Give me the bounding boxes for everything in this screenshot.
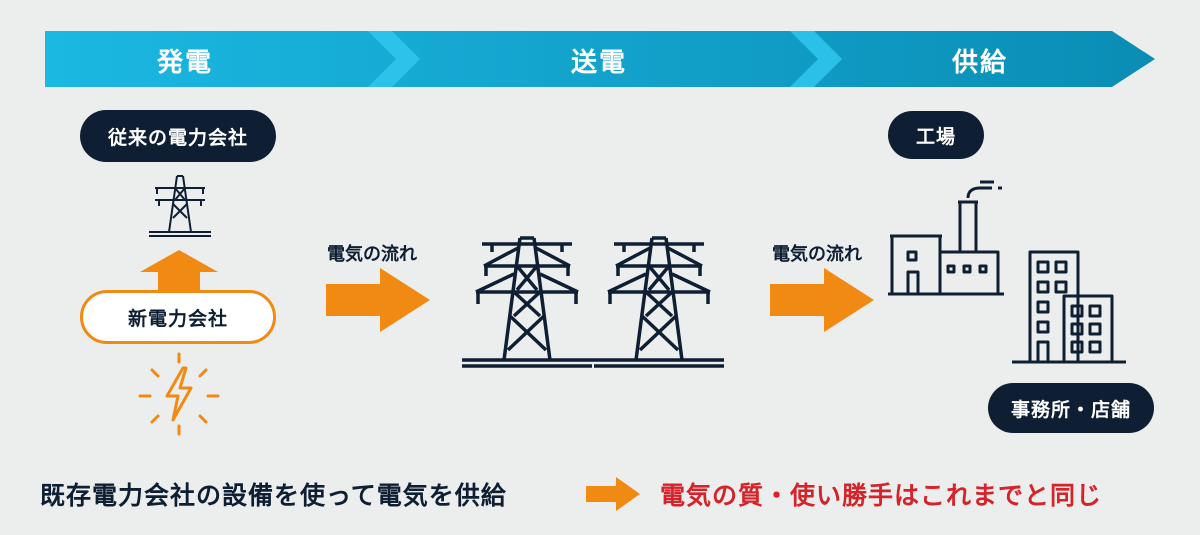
- stage-supply-label: 供給: [951, 48, 1008, 78]
- flow-label-2: 電気の流れ: [772, 244, 862, 265]
- stage-transmission-label: 送電: [570, 48, 627, 78]
- small-pylon-icon: [149, 175, 211, 237]
- up-arrow-icon: [140, 250, 218, 292]
- lightning-icon: [138, 352, 220, 436]
- office-building-icon: [1012, 250, 1126, 364]
- bottom-statement: 既存電力会社の設備を使って電気を供給: [40, 481, 507, 510]
- factory-icon: [888, 180, 1004, 296]
- conventional-company-pill: 従来の電力会社: [80, 110, 276, 162]
- bottom-arrow-icon: [586, 477, 640, 511]
- factory-pill: 工場: [888, 111, 984, 159]
- new-power-company-pill: 新電力会社: [80, 290, 276, 344]
- office-store-pill: 事務所・店舗: [988, 383, 1154, 433]
- bottom-result: 電気の質・使い勝手はこれまでと同じ: [660, 481, 1103, 510]
- stage-generation-label: 発電: [156, 48, 213, 78]
- flow-label-1: 電気の流れ: [327, 244, 417, 265]
- transmission-towers-icon: [462, 236, 724, 368]
- right-arrow-icon-2: [770, 268, 874, 332]
- right-arrow-icon-1: [326, 268, 430, 332]
